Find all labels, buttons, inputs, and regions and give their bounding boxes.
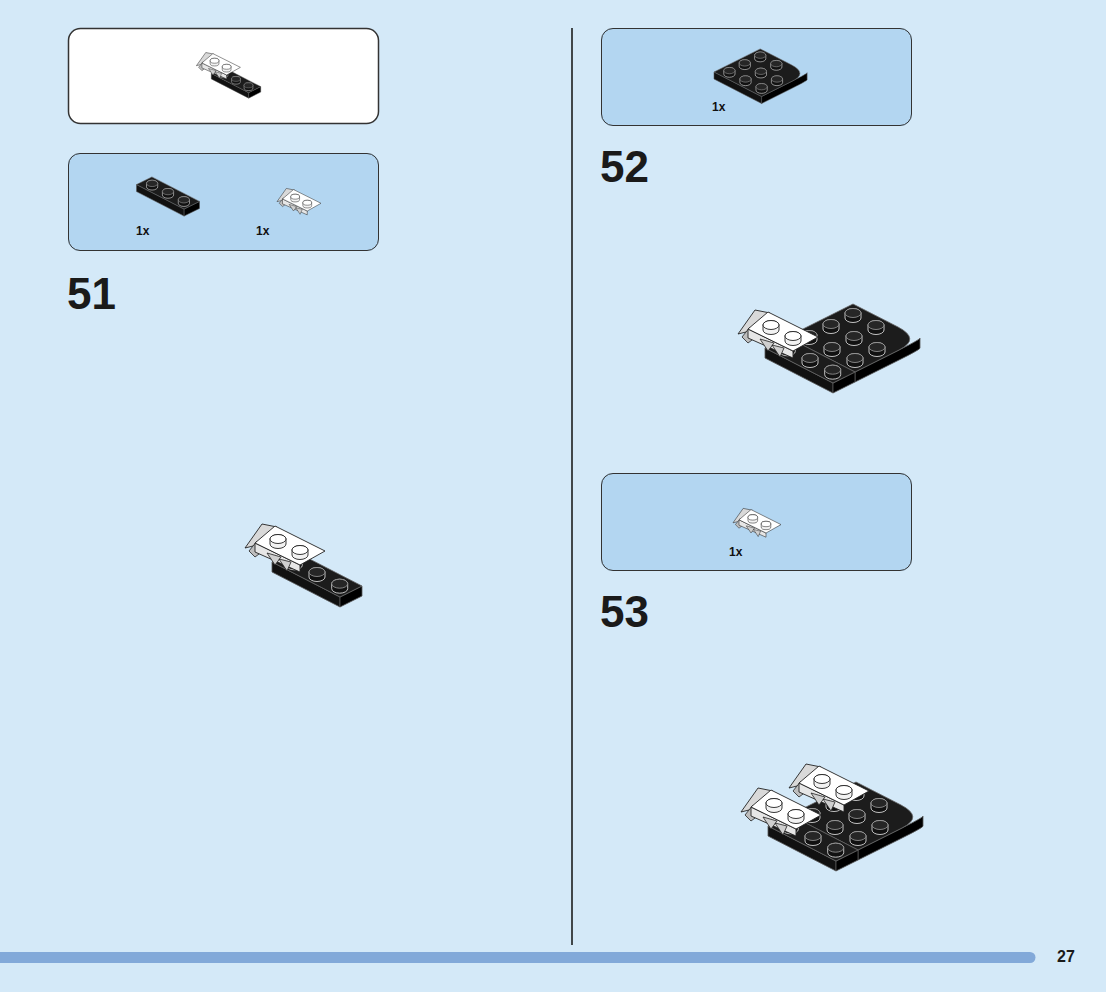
- step-number: 52: [600, 145, 649, 189]
- part-count: 1x: [712, 100, 725, 114]
- step-number: 53: [600, 590, 649, 634]
- parts-box-fill: [601, 473, 912, 571]
- part-count: 1x: [136, 224, 149, 238]
- part-count: 1x: [256, 224, 269, 238]
- step-assembly: [741, 764, 923, 871]
- column-divider: [571, 28, 573, 945]
- subassembly-box: [69, 29, 379, 124]
- step-assembly: [738, 304, 920, 393]
- quarter-round-icon: [714, 49, 807, 104]
- parts-box-fill: [68, 153, 379, 251]
- page-number: 27: [1057, 949, 1075, 965]
- step-number: 51: [67, 272, 116, 316]
- step-assembly: [245, 524, 362, 607]
- parts-box: 1x: [601, 473, 912, 571]
- part-count: 1x: [729, 545, 742, 559]
- footer-bar: [0, 952, 1036, 963]
- plate-icon: [137, 177, 200, 216]
- wedge-icon: [733, 508, 781, 537]
- parts-box-fill: [601, 28, 912, 126]
- parts-box: 1x: [601, 28, 912, 126]
- wedge-icon: [277, 188, 321, 214]
- subassembly-icon: [196, 53, 260, 99]
- parts-box: 1x 1x: [68, 153, 379, 251]
